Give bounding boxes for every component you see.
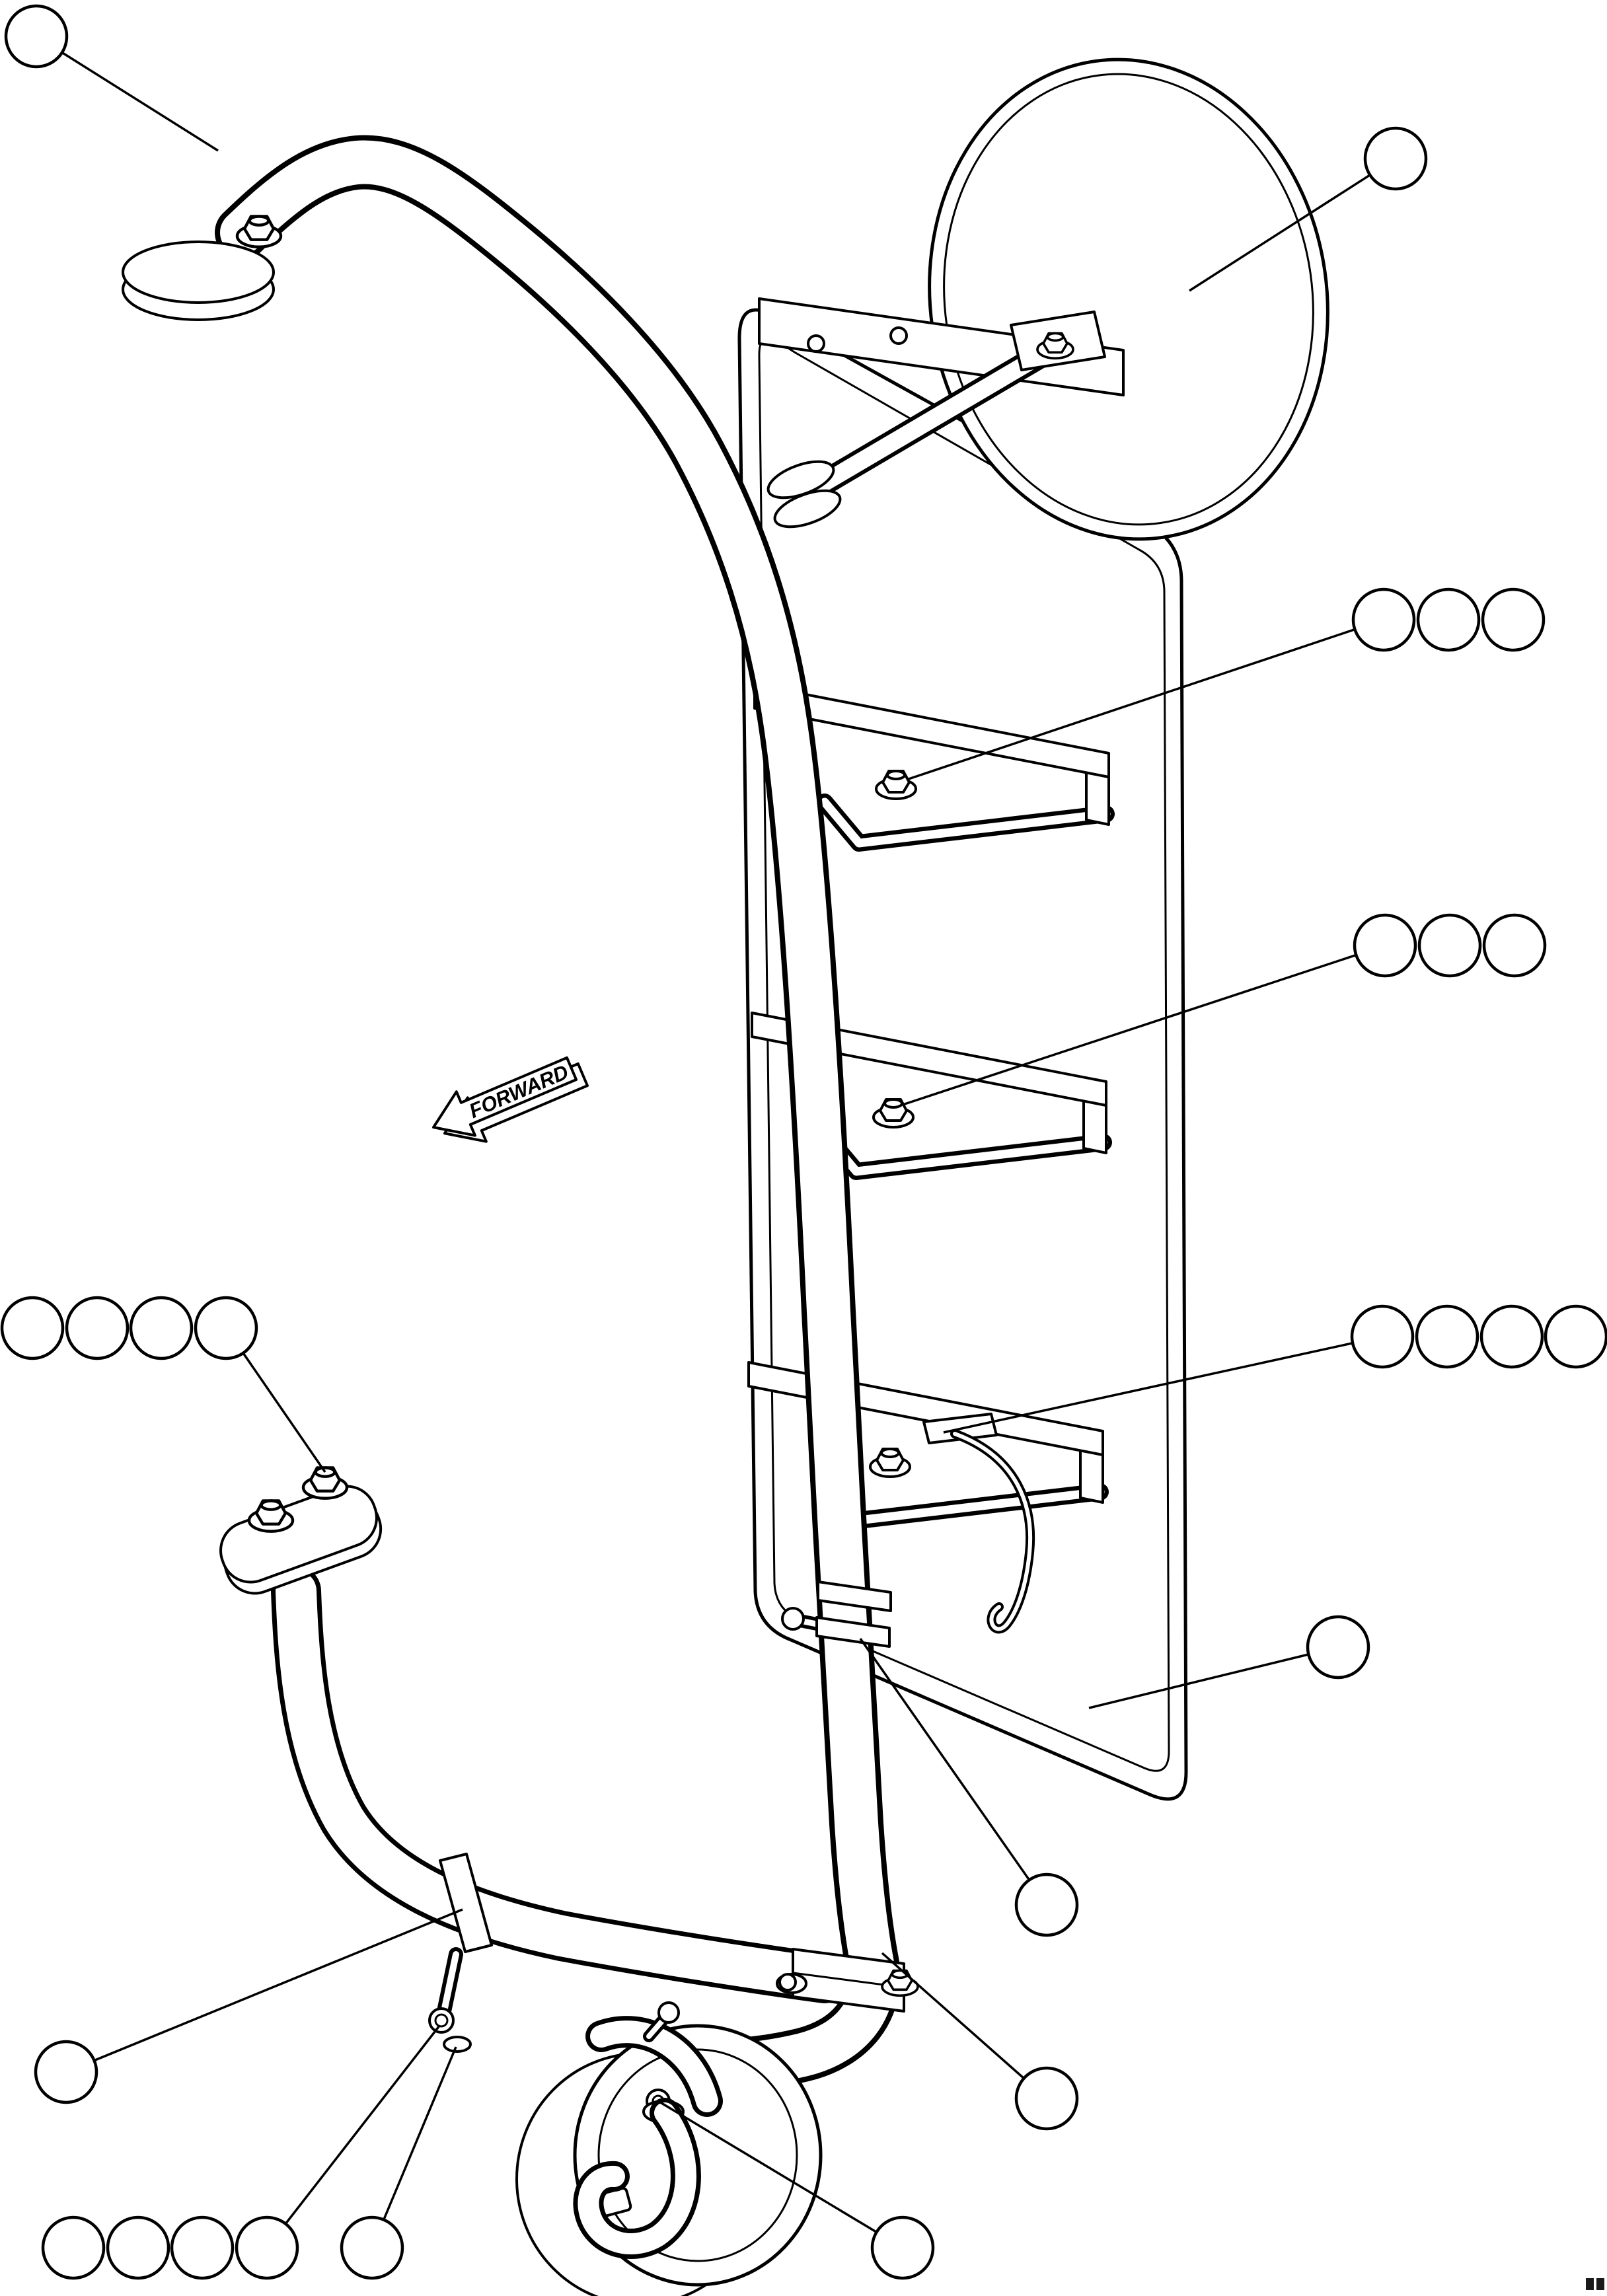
upper-pad-face <box>122 241 275 304</box>
callout-step-2-balloon-3 <box>1482 913 1547 978</box>
callout-mirror-panel-balloon-1 <box>1306 1615 1370 1680</box>
callout-step-3-cable-balloon-1 <box>1350 1304 1415 1369</box>
callout-tube-clamp-leader <box>859 1637 1048 1906</box>
callout-step-2-balloon-1 <box>1353 913 1417 978</box>
upper-mount-pad <box>122 217 281 321</box>
cable-fill <box>953 1432 1033 1631</box>
tube-clamp-band-1 <box>817 1580 892 1612</box>
leader-lines <box>36 35 1396 2249</box>
tube-clamp <box>781 1580 892 1648</box>
callout-clamp-bolt-balloon-1 <box>41 2215 106 2280</box>
callout-clamp-nut-balloon-1 <box>340 2215 404 2280</box>
callout-step-3-cable-leader <box>943 1335 1383 1434</box>
callout-lower-tube-leader <box>65 1908 463 2073</box>
callout-lower-bracket-balloon-4 <box>194 1296 258 1360</box>
callout-step-1-balloon-2 <box>1416 587 1481 652</box>
lower-clamp-bolt-head-inner <box>434 2013 449 2028</box>
callout-clamp-bolt-balloon-4 <box>235 2215 299 2280</box>
lower-clamp-washer <box>443 2036 472 2053</box>
callout-step-1-leader <box>906 618 1384 781</box>
callout-round-mirror-leader <box>1189 157 1396 292</box>
callout-lamp-strap-leader <box>657 2100 903 2249</box>
top-bracket-hole-2 <box>889 326 908 345</box>
callout-tube-joint-leader <box>881 1952 1048 2100</box>
callout-lamp-strap-balloon-1 <box>870 2215 935 2280</box>
lower-clamp-bolt-head <box>428 2007 455 2034</box>
callout-lower-bracket-balloon-1 <box>0 1296 65 1360</box>
callout-round-mirror-balloon-1 <box>1363 126 1428 191</box>
callout-step-3-cable-balloon-4 <box>1544 1304 1607 1369</box>
tube-clamp-bolt-head <box>781 1607 805 1631</box>
hook-fill <box>578 2102 696 2255</box>
callout-upper-arm-balloon-1 <box>4 4 69 69</box>
callout-balloons <box>0 4 1607 2280</box>
callout-lower-bracket-balloon-3 <box>129 1296 194 1360</box>
lower-tube-clamp <box>428 1853 493 2053</box>
callout-mirror-panel-leader <box>1088 1646 1339 1709</box>
callout-step-2-leader <box>902 944 1386 1106</box>
mirror-arm <box>792 311 1106 507</box>
work-lamp <box>515 2001 823 2296</box>
bottom-joint <box>776 1948 919 2013</box>
print-mark <box>1586 2278 1604 2290</box>
lower-arm-tube <box>271 1566 850 2003</box>
lower-clamp-band <box>439 1853 493 1953</box>
strap-bolt-head <box>657 2001 680 2024</box>
lamp-inner-ring <box>597 2048 798 2262</box>
arm-clamp-band-2 <box>773 489 842 529</box>
callout-lower-bracket-balloon-2 <box>65 1296 130 1360</box>
callout-clamp-nut-leader <box>371 2046 457 2248</box>
callout-lower-tube-balloon-1 <box>34 2040 98 2104</box>
lamp-strap-fill <box>590 2020 718 2112</box>
callout-tube-clamp-balloon-1 <box>1014 1872 1079 1937</box>
callout-step-2-balloon-2 <box>1417 913 1482 978</box>
callout-step-3-cable-balloon-3 <box>1479 1304 1544 1369</box>
tube-clamp-band-2 <box>815 1616 891 1648</box>
lower-clamp-stud-fill <box>441 1951 459 2015</box>
lower-arm-fill <box>276 1571 845 1999</box>
lower-mount-bracket <box>219 1468 383 1595</box>
joint-left-bolt <box>778 1973 797 1991</box>
callout-step-1-balloon-3 <box>1481 587 1546 652</box>
callout-upper-arm-leader <box>36 35 219 152</box>
arm-clamp <box>766 460 842 529</box>
callout-step-1-balloon-1 <box>1351 587 1416 652</box>
callout-clamp-bolt-leader <box>266 2024 441 2249</box>
callout-step-3-cable-balloon-2 <box>1415 1304 1479 1369</box>
mirror-panel-inner-line <box>758 335 1170 1772</box>
lower-bracket-face <box>219 1485 378 1584</box>
forward-arrow: FORWARD <box>432 1056 589 1143</box>
callout-tube-joint-balloon-1 <box>1014 2066 1079 2131</box>
callout-clamp-bolt-balloon-2 <box>106 2215 170 2280</box>
forward-arrow-body <box>432 1056 578 1137</box>
top-bracket-hole-1 <box>807 334 825 353</box>
lower-bracket-bolt-2 <box>303 1468 347 1499</box>
callout-clamp-bolt-balloon-3 <box>170 2215 235 2280</box>
